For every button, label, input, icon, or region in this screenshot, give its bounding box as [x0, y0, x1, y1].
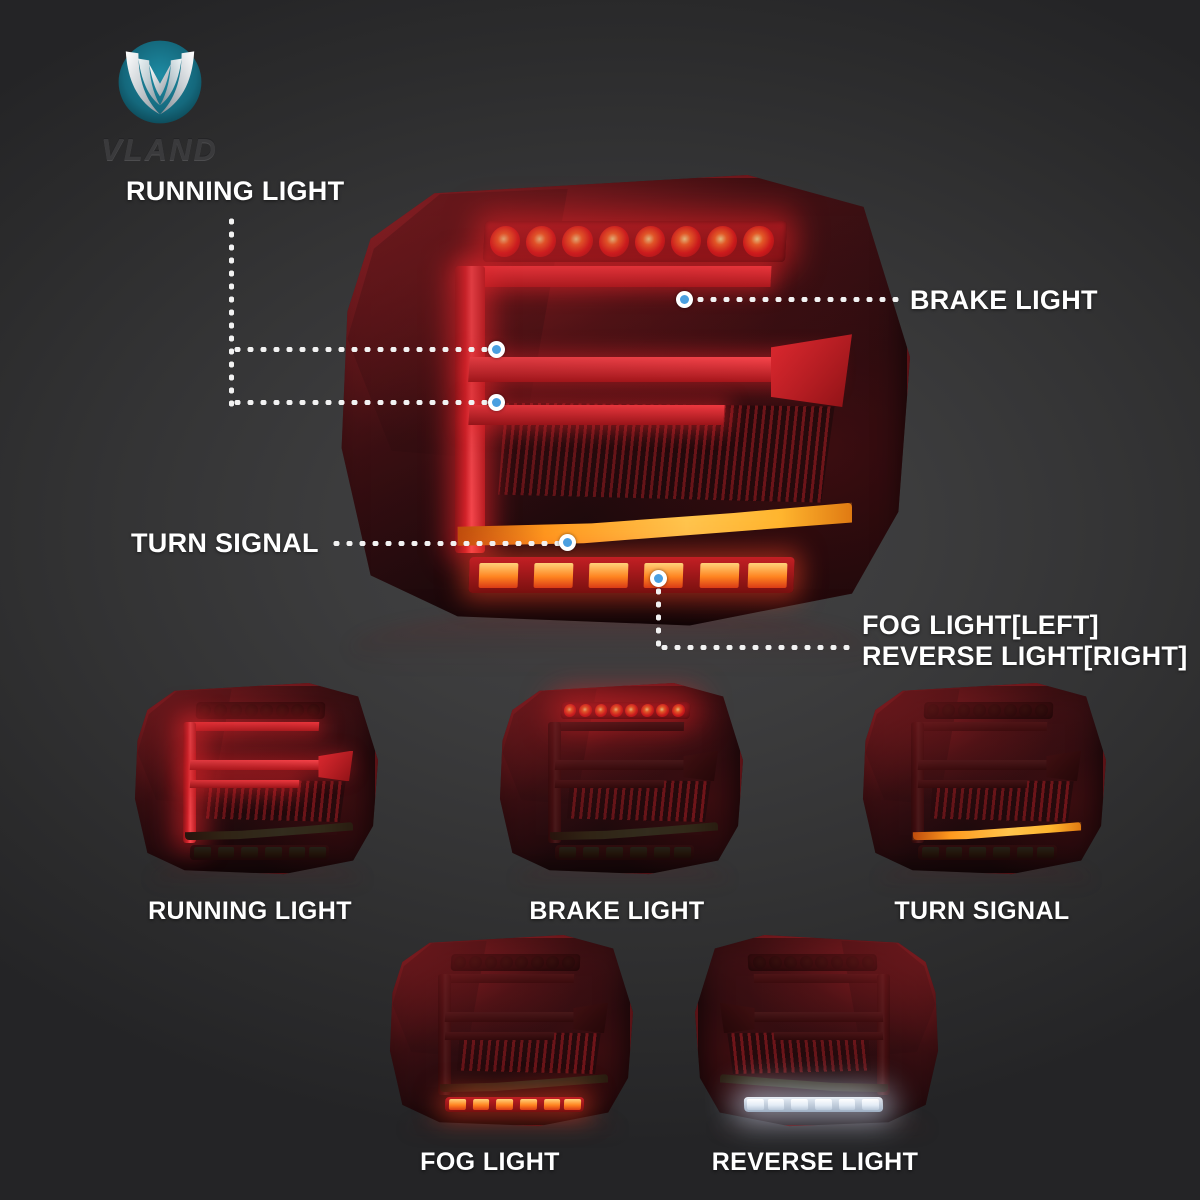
thumb-caption-running-light: RUNNING LIGHT: [148, 897, 352, 925]
running-light-top-arm: [554, 721, 684, 731]
fog-light-strip: [444, 1097, 584, 1113]
running-light-bottom-arm: [468, 404, 726, 425]
fog-reverse-strip: [468, 557, 795, 594]
marker-running-light-lower: [488, 394, 505, 411]
leader-running-lower: [231, 400, 493, 405]
callout-fog-light-label: FOG LIGHT[LEFT]: [862, 610, 1099, 640]
running-light-top-arm: [189, 721, 319, 731]
fog-reverse-strip: [189, 845, 329, 861]
fog-reverse-strip: [917, 845, 1057, 861]
callout-brake-light-label: BRAKE LIGHT: [910, 285, 1098, 315]
brake-light-strip: [482, 220, 787, 262]
leader-fog-vertical: [656, 585, 661, 647]
running-light-bottom-arm: [444, 1032, 554, 1041]
marker-running-light-upper: [488, 341, 505, 358]
thumb-running-light[interactable]: [130, 683, 378, 876]
thumb-brake-light[interactable]: [495, 683, 743, 876]
thumb-caption-brake-light: BRAKE LIGHT: [529, 897, 705, 925]
running-light-top-arm: [468, 266, 772, 287]
thumb-turn-signal[interactable]: [858, 683, 1106, 876]
running-light-top-arm: [917, 721, 1047, 731]
running-light-bottom-arm: [189, 780, 299, 789]
marker-brake-light: [676, 291, 693, 308]
thumb-caption-fog-light: FOG LIGHT: [420, 1148, 560, 1176]
brake-light-strip: [747, 954, 878, 972]
leader-running-upper: [231, 347, 493, 352]
thumb-fog-light[interactable]: [385, 935, 633, 1128]
marker-fog-reverse-light: [650, 570, 667, 587]
brake-light-strip: [923, 702, 1054, 720]
running-light-top-arm: [444, 973, 574, 983]
brand-name: VLAND: [101, 132, 218, 167]
callout-turn-signal-label: TURN SIGNAL: [131, 528, 319, 558]
brake-light-strip: [195, 702, 326, 720]
brake-light-strip: [560, 702, 691, 720]
reverse-light-strip: [744, 1097, 884, 1113]
leader-fog-horizontal: [658, 645, 853, 650]
running-light-bottom-arm: [917, 780, 1027, 789]
callout-reverse-light-label: REVERSE LIGHT[RIGHT]: [862, 641, 1188, 671]
brand-logo: VLAND: [72, 28, 247, 168]
leader-running-vertical: [229, 215, 234, 410]
thumb-caption-reverse-light: REVERSE LIGHT: [711, 1148, 919, 1176]
thumb-caption-turn-signal: TURN SIGNAL: [894, 897, 1070, 925]
thumb-reverse-light[interactable]: [695, 935, 943, 1128]
running-light-top-arm: [754, 973, 884, 983]
fog-reverse-strip: [554, 845, 694, 861]
leader-turn-signal: [330, 541, 562, 546]
leader-brake-light: [694, 297, 899, 302]
vland-shield-icon: [106, 28, 214, 136]
callout-running-light-label: RUNNING LIGHT: [126, 176, 345, 206]
brake-light-strip: [450, 954, 581, 972]
running-light-bottom-arm: [774, 1032, 884, 1041]
running-light-bottom-arm: [554, 780, 664, 789]
marker-turn-signal: [559, 534, 576, 551]
